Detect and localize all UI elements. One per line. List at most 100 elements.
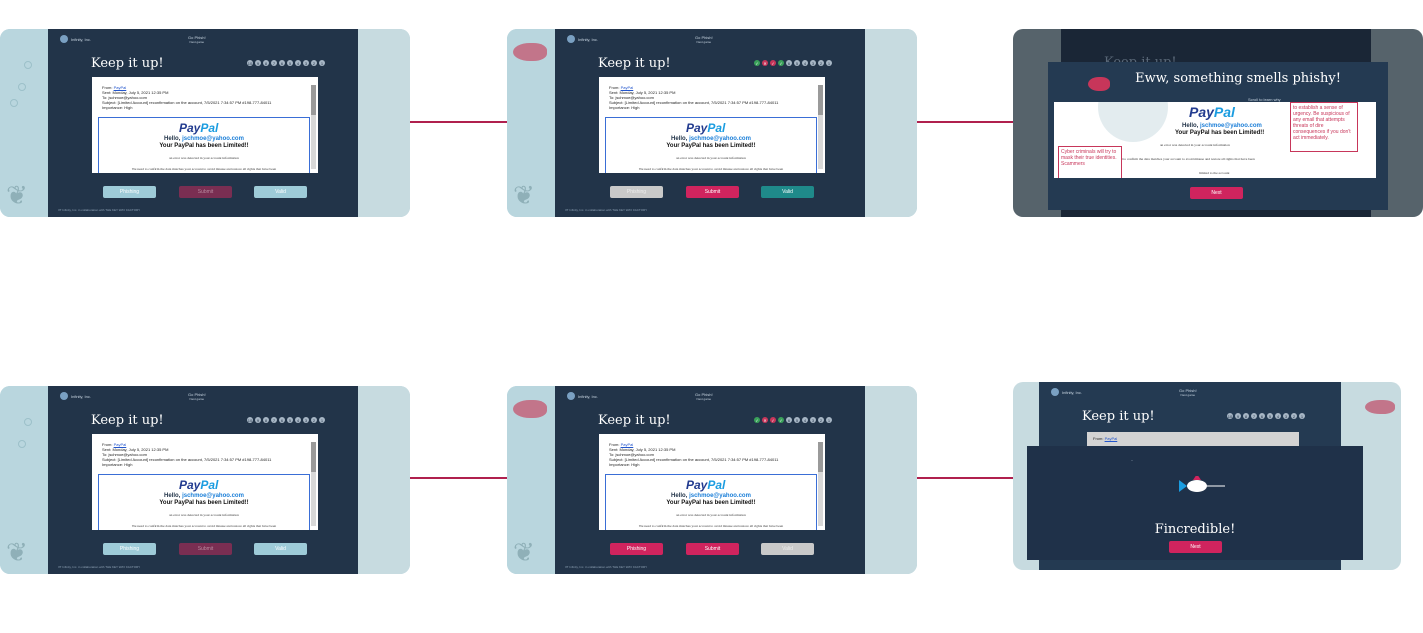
game-panel: Infinity, Inc. Go Phish!Next game Keep i…: [48, 386, 358, 574]
progress-dot: ✓: [778, 60, 784, 66]
email-scrollbar[interactable]: [311, 442, 316, 526]
paypal-logo: PayPal: [179, 121, 219, 135]
progress-dot: 10: [247, 417, 253, 423]
company-logo: Infinity, Inc.: [567, 35, 598, 43]
email-scrollbar[interactable]: [818, 442, 823, 526]
email-body: PayPal Hello, jschmoe@yahoo.com Your Pay…: [605, 117, 817, 173]
logo-icon: [60, 392, 68, 400]
page-heading: Keep it up!: [598, 56, 671, 71]
progress-dot: 8: [1243, 413, 1249, 419]
footer-text: IIT Infinity, Inc. in collaboration with…: [58, 208, 141, 212]
progress-dot: 6: [786, 60, 792, 66]
phishing-button[interactable]: Phishing: [610, 186, 663, 198]
progress-dot: ✓: [770, 60, 776, 66]
valid-button[interactable]: Valid: [761, 186, 814, 198]
sender-link[interactable]: PayPal: [620, 85, 634, 90]
email-headline: Your PayPal has been Limited!!: [666, 500, 756, 506]
email-line: t need to confirm the data matches your …: [1114, 157, 1255, 161]
email-headline: Your PayPal has been Limited!!: [159, 500, 249, 506]
greeting: Hello, jschmoe@yahoo.com: [671, 493, 751, 499]
game-panel: Infinity, Inc. Go Phish!Next game Keep i…: [48, 29, 358, 217]
email-viewer[interactable]: From: PayPal Sent: Monday, July 5, 2021 …: [599, 77, 825, 173]
sender-link[interactable]: PayPal: [113, 442, 127, 447]
greeting: Hello, jschmoe@yahoo.com: [164, 136, 244, 142]
logo-icon: [1051, 388, 1059, 396]
email-header: From: PayPal Sent: Monday, July 5, 2021 …: [102, 442, 272, 467]
app-title: Go Phish!Next game: [188, 35, 206, 44]
page-heading: Keep it up!: [598, 413, 671, 428]
progress-tracker: 10 9 8 7 6 5 4 3 2 1: [247, 60, 325, 66]
page-heading: Keep it up!: [91, 413, 164, 428]
progress-dot: 3: [303, 60, 309, 66]
email-scrollbar[interactable]: [311, 85, 316, 169]
progress-dot: 6: [279, 417, 285, 423]
progress-dot: ✓: [754, 417, 760, 423]
email-line: an error was detected in your account in…: [676, 513, 746, 517]
progress-dot: 2: [818, 60, 824, 66]
progress-dot: 6: [279, 60, 285, 66]
progress-dot: 9: [255, 60, 261, 66]
progress-dot: 8: [263, 60, 269, 66]
seaweed-icon: ❦: [513, 537, 535, 567]
logo-icon: [567, 392, 575, 400]
sender-link[interactable]: PayPal: [620, 442, 634, 447]
sparkle-icon: ·: [1131, 458, 1133, 464]
email-headline: Your PayPal has been Limited!!: [666, 143, 756, 149]
left-decor: ❦: [0, 386, 48, 574]
progress-dot: ✕: [762, 417, 768, 423]
progress-dot: 6: [786, 417, 792, 423]
progress-dot: 3: [303, 417, 309, 423]
modal-title: Fincredible!: [1154, 522, 1236, 537]
logo-icon: [60, 35, 68, 43]
next-button[interactable]: Next: [1169, 541, 1222, 553]
left-decor: ❦: [507, 29, 555, 217]
flow-connector: [916, 121, 1013, 123]
screen-initial: ❦ Infinity, Inc. Go Phish!Next game Keep…: [0, 29, 410, 217]
email-body: PayPal Hello, jschmoe@yahoo.com Your Pay…: [98, 474, 310, 530]
footer-text: IIT Infinity, Inc. in collaboration with…: [58, 565, 141, 569]
screen-initial-repeat: ❦ Infinity, Inc. Go Phish!Next game Keep…: [0, 386, 410, 574]
app-title: Go Phish!Next game: [695, 35, 713, 44]
submit-button[interactable]: Submit: [686, 186, 739, 198]
email-viewer[interactable]: From: PayPal Sent: Monday, July 5, 2021 …: [599, 434, 825, 530]
phishing-button[interactable]: Phishing: [103, 186, 156, 198]
phishy-modal: Eww, something smells phishy! Scroll to …: [1048, 62, 1388, 210]
submit-button[interactable]: Submit: [686, 543, 739, 555]
screen-valid-selected: ❦ Infinity, Inc. Go Phish!Next game Keep…: [507, 386, 917, 574]
submit-button[interactable]: Submit: [179, 543, 232, 555]
progress-dot: 4: [295, 60, 301, 66]
progress-dot: 5: [794, 417, 800, 423]
progress-tracker: 10 9 8 7 6 5 4 3 2 1: [247, 417, 325, 423]
valid-button[interactable]: Valid: [254, 186, 307, 198]
valid-button[interactable]: Valid: [761, 543, 814, 555]
greeting: Hello, jschmoe@yahoo.com: [1182, 123, 1262, 129]
progress-dot: 5: [287, 60, 293, 66]
email-headline: Your PayPal has been Limited!!: [159, 143, 249, 149]
progress-dot: ✓: [754, 60, 760, 66]
progress-dot: 2: [311, 417, 317, 423]
valid-button[interactable]: Valid: [254, 543, 307, 555]
phishing-button[interactable]: Phishing: [103, 543, 156, 555]
annotated-email[interactable]: PayPal Hello, jschmoe@yahoo.com Your Pay…: [1054, 102, 1376, 178]
fish-mascot-icon: [1088, 77, 1110, 91]
sender-link[interactable]: PayPal: [113, 85, 127, 90]
progress-dot: 6: [1259, 413, 1265, 419]
phishing-button[interactable]: Phishing: [610, 543, 663, 555]
progress-tracker: ✓ ✕ ✓ ✓ 6 5 4 3 2 1: [754, 417, 832, 423]
email-viewer[interactable]: From: PayPal Sent: Monday, July 5, 2021 …: [92, 434, 318, 530]
company-logo: Infinity, Inc.: [1051, 388, 1082, 396]
email-scrollbar[interactable]: [818, 85, 823, 169]
email-viewer[interactable]: From: PayPal Sent: Monday, July 5, 2021 …: [92, 77, 318, 173]
progress-dot: 3: [810, 417, 816, 423]
progress-dot: 4: [295, 417, 301, 423]
flow-connector: [410, 477, 507, 479]
right-decor: [358, 29, 410, 217]
next-button[interactable]: Next: [1190, 187, 1243, 199]
urgency-callout: to establish a sense of urgency. Be susp…: [1290, 102, 1358, 152]
progress-dot: 7: [271, 60, 277, 66]
screen-phishing-selected: ❦ Infinity, Inc. Go Phish!Next game Keep…: [507, 29, 917, 217]
progress-dot: 7: [1251, 413, 1257, 419]
submit-button[interactable]: Submit: [179, 186, 232, 198]
greeting: Hello, jschmoe@yahoo.com: [164, 493, 244, 499]
email-line: We need to confirm the data matches your…: [638, 167, 784, 171]
